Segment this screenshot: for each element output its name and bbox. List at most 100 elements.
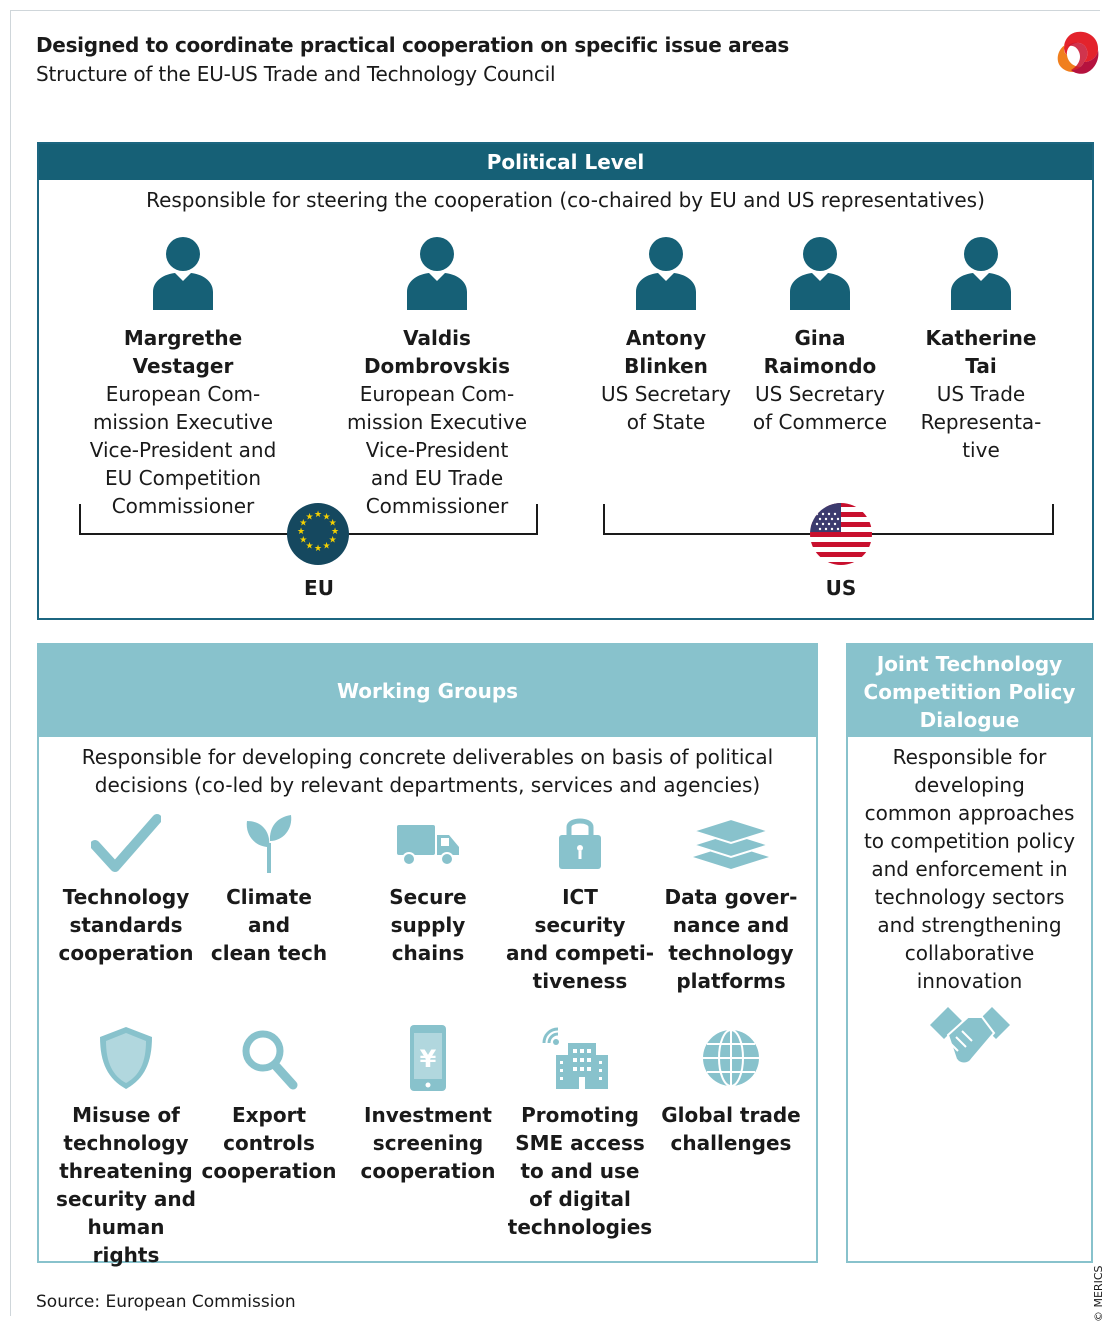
person-role-line: Vice-President [365,438,509,462]
svg-text:★: ★ [305,512,313,522]
person-role-line: Vice-President and [89,438,277,462]
person-name: Margrethe Vestager [123,326,243,378]
political-level-panel: Political Level Responsible for steering… [37,142,1094,620]
wg-label-line: technology [668,941,794,965]
heading-line: Competition Policy [863,680,1076,704]
copyright-note: © MERICS [1092,1265,1105,1323]
description-line: decisions (co-led by relevant department… [94,773,761,797]
person-icon [636,237,696,310]
person-dombrovskis: Valdis Dombrovskis European Com- mission… [327,234,547,520]
padlock-icon [559,818,601,869]
wg-climate-clean-tech: Climate and clean tech [194,813,344,967]
svg-text:¥: ¥ [420,1045,437,1073]
person-role-line: European Com- [105,382,261,406]
political-level-heading: Political Level [39,144,1092,180]
person-role-line: Commissioner [111,494,255,518]
wg-global-trade: Global trade challenges [656,1025,806,1157]
wg-ict-security: ICT security and competi- tiveness [505,813,655,995]
svg-text:★: ★ [329,536,337,546]
person-role-line: Commissioner [365,494,509,518]
person-icon [951,237,1011,310]
description-line: Responsible for developing concrete deli… [81,745,774,769]
person-role-line: EU Competition [104,466,262,490]
us-label: US [825,576,857,600]
wg-label-line: standards [69,913,183,937]
wg-misuse-of-technology: Misuse of technology threatening securit… [51,1025,201,1269]
joint-dialogue-panel: Joint Technology Competition Policy Dial… [846,643,1093,1263]
person-role-line: European Com- [359,382,515,406]
wg-label-line: screening [372,1131,484,1155]
svg-text:★: ★ [322,512,330,522]
wg-investment-screening: ¥ Investment screening cooperation [353,1025,503,1185]
wg-label-line: cooperation [360,1159,496,1183]
wg-label-line: tiveness [532,969,628,993]
political-level-description: Responsible for steering the cooperation… [146,188,985,212]
wg-label-line: of digital [529,1187,631,1211]
eu-flag-icon: ★★★ ★★★ ★★★ ★★★ [287,503,349,565]
svg-text:★: ★ [314,510,322,520]
svg-text:★: ★ [299,519,307,529]
wg-label-line: cooperation [201,1159,337,1183]
figure-subtitle: Structure of the EU-US Trade and Technol… [36,62,556,86]
wg-label-line: and [247,913,291,937]
person-blinken: Antony Blinken US Secretary of State [596,234,736,436]
wg-label-line: threatening [59,1159,193,1183]
person-icon [407,237,467,310]
working-groups-description: Responsible for developing concrete deli… [39,743,816,799]
wg-label-line: chains [391,941,465,965]
wg-label-line: clean tech [210,941,328,965]
person-vestager: Margrethe Vestager European Com- mission… [77,234,289,520]
person-icon [153,237,213,310]
description-line: common approaches [864,801,1075,825]
magnifier-icon [242,1030,298,1090]
person-role-line: US Secretary [755,382,885,406]
description-line: collaborative [904,941,1035,965]
handshake-icon [930,1007,1010,1065]
description-line: and enforcement in [871,857,1068,881]
person-role-line: Representa- [920,410,1042,434]
shield-icon [100,1027,152,1089]
wg-label-line: Promoting [521,1103,639,1127]
layers-icon [691,817,771,869]
wg-label-line: Misuse of [72,1103,180,1127]
wg-export-controls: Export controls cooperation [194,1025,344,1185]
description-line: to competition policy [863,829,1076,853]
person-role-line: of Commerce [752,410,888,434]
truck-icon [397,825,459,866]
person-role-line: mission Executive [92,410,274,434]
wg-label-line: Technology [62,885,190,909]
wg-label-line: human rights [87,1215,165,1267]
wg-label-line: controls [223,1131,315,1155]
working-groups-panel: Working Groups Responsible for developin… [37,643,818,1267]
svg-text:★: ★ [329,519,337,529]
wg-label-line: supply [390,913,466,937]
svg-text:★: ★ [297,527,305,537]
wg-label-line: nance and [672,913,790,937]
svg-text:★: ★ [314,544,322,554]
description-line: developing [914,773,1025,797]
wifi-building-icon [542,1027,608,1089]
wg-label-line: cooperation [58,941,194,965]
person-role-line: mission Executive [346,410,528,434]
svg-text:★: ★ [299,536,307,546]
wg-label-line: challenges [670,1131,792,1155]
person-name-line: Antony [625,326,707,350]
description-line: innovation [916,969,1023,993]
person-role-line: US Secretary [601,382,731,406]
svg-text:★: ★ [305,542,313,552]
heading-line: Dialogue [919,708,1020,732]
person-role-line: tive [962,438,1000,462]
wg-secure-supply-chains: Secure supply chains [353,813,503,967]
person-name-line: Raimondo [763,354,877,378]
person-role-line: and EU Trade [370,466,504,490]
person-name-line: Tai [965,354,997,378]
globe-icon [703,1029,759,1087]
joint-dialogue-description: Responsible for developing common approa… [854,743,1085,995]
wg-data-governance: Data gover- nance and technology platfor… [656,813,806,995]
person-role-line: of State [626,410,706,434]
figure-title: Designed to coordinate practical coopera… [36,33,789,57]
wg-label-line: to and use [520,1159,640,1183]
wg-label-line: technology [63,1131,189,1155]
eu-label: EU [304,576,334,600]
person-icon [790,237,850,310]
